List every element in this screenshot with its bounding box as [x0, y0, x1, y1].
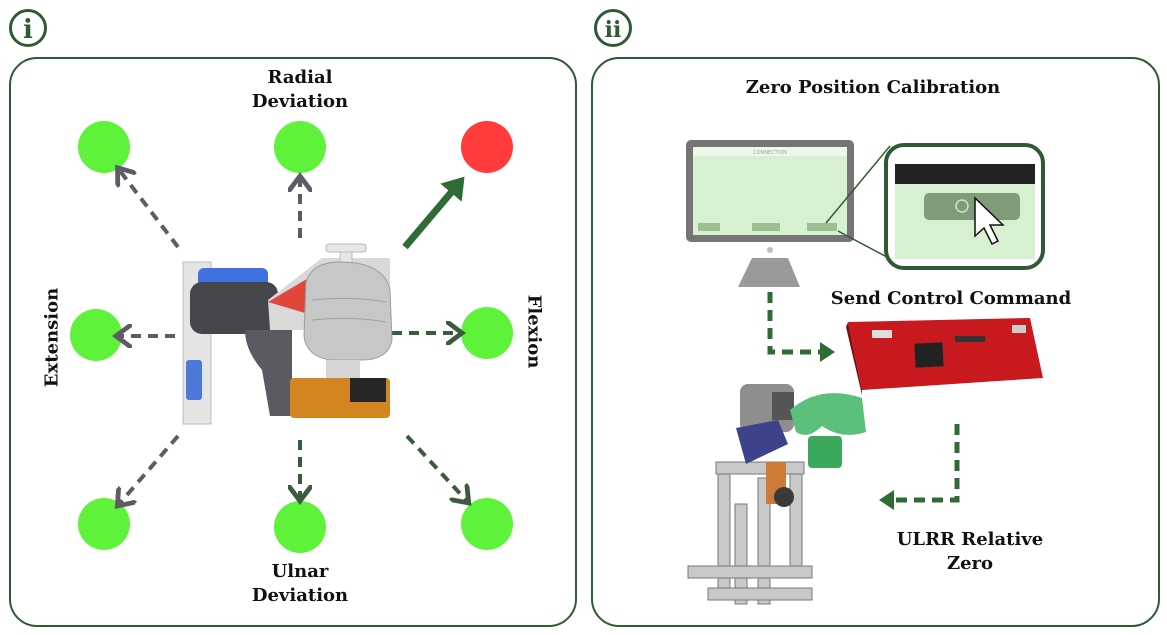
label-zero-position-calibration: Zero Position Calibration	[745, 77, 1001, 98]
controller-board	[846, 318, 1043, 395]
zero-button[interactable]	[924, 193, 1020, 220]
target-left	[70, 309, 122, 361]
wrist-device-illustration	[182, 243, 393, 425]
target-bottom-left	[78, 498, 130, 550]
target-top	[274, 121, 326, 173]
badge-i: i	[9, 9, 47, 47]
target-icon	[955, 199, 969, 213]
target-bottom-right	[461, 498, 513, 550]
robot-rig	[687, 384, 866, 605]
target-right	[461, 307, 513, 359]
label-radial-deviation: Radial Deviation	[251, 67, 349, 113]
arrow-bottom-left	[120, 434, 180, 503]
arrow-monitor-to-board	[767, 292, 835, 362]
target-top-right-active	[461, 121, 513, 173]
target-top-left	[78, 121, 130, 173]
arrow-board-to-robot	[879, 424, 960, 510]
arrow-bottom-right	[405, 434, 466, 500]
badge-ii: ii	[594, 9, 632, 47]
label-send-control-command: Send Control Command	[830, 288, 1072, 309]
arrow-active-top-right	[402, 176, 465, 250]
monitor	[686, 140, 854, 287]
cursor-icon	[974, 196, 1005, 246]
label-ulnar-deviation: Ulnar Deviation	[251, 561, 349, 607]
monitor-header-text: CONNECTION	[753, 150, 787, 156]
label-ulrr-relative-zero: ULRR Relative Zero	[896, 529, 1044, 575]
target-bottom	[274, 501, 326, 553]
zoom-inset	[884, 143, 1045, 270]
